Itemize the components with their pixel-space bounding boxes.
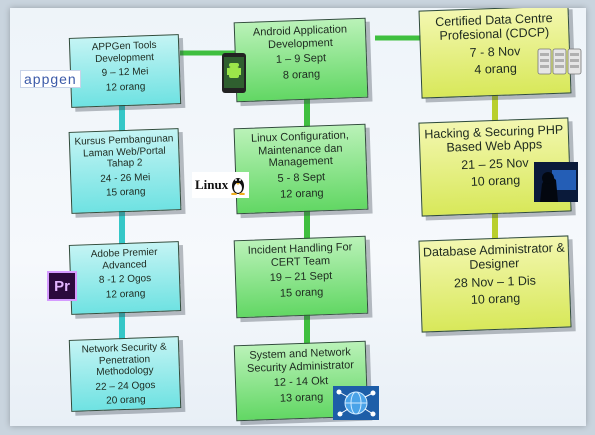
course-title: Hacking & Securing PHP Based Web Apps (424, 122, 564, 156)
course-title: System and Network Security Administrato… (246, 346, 355, 375)
course-box-database-admin: Database Administrator & Designer 28 Nov… (418, 235, 572, 333)
course-box-android: Android Application Development 1 – 9 Se… (233, 17, 369, 103)
course-title: Kursus Pembangunan Laman Web/Portal Taha… (74, 133, 174, 170)
course-participants: 15 orang (105, 186, 146, 199)
course-participants: 10 orang (470, 291, 521, 307)
course-dates: 9 – 12 Mei (101, 66, 149, 79)
course-participants: 15 orang (279, 286, 324, 300)
android-phone-icon (221, 52, 247, 99)
database-servers-icon (537, 46, 583, 81)
adobe-premiere-icon: Pr (47, 271, 77, 301)
course-title: Incident Handling For CERT Team (247, 241, 353, 269)
linux-logo-text: Linux (195, 177, 229, 192)
network-globe-icon (333, 386, 379, 425)
course-title: Linux Configuration, Maintenance dan Man… (250, 129, 349, 170)
course-dates: 5 - 8 Sept (277, 171, 326, 185)
course-participants: 12 orang (105, 287, 146, 301)
course-dates: 19 – 21 Sept (269, 270, 333, 285)
course-participants: 12 orang (105, 80, 146, 94)
linux-logo: Linux (192, 172, 250, 198)
course-dates: 8 -1 2 Ogos (98, 273, 152, 286)
course-title: Adobe Premier Advanced (90, 246, 158, 272)
course-box-linux: Linux Configuration, Maintenance dan Man… (233, 123, 369, 215)
slide: APPGen Tools Development 9 – 12 Mei 12 o… (10, 8, 586, 426)
course-dates: 24 - 26 Mei (100, 171, 151, 185)
course-dates: 22 – 24 Ogos (95, 379, 156, 393)
course-box-laman-web: Kursus Pembangunan Laman Web/Portal Taha… (68, 128, 182, 214)
appgen-logo: appgen (20, 70, 81, 88)
course-title: Network Security & Penetration Methodolo… (81, 341, 167, 378)
course-title: Database Administrator & Designer (422, 240, 565, 273)
course-participants: 12 orang (279, 186, 324, 201)
course-box-adobe-premier: Adobe Premier Advanced 8 -1 2 Ogos 12 or… (68, 241, 182, 315)
course-box-network-security: Network Security & Penetration Methodolo… (68, 336, 182, 412)
course-participants: 20 orang (105, 394, 146, 407)
course-dates: 1 – 9 Sept (275, 52, 327, 67)
course-participants: 8 orang (282, 68, 321, 82)
course-title: Android Application Development (252, 23, 348, 51)
course-box-incident-handling: Incident Handling For CERT Team 19 – 21 … (233, 235, 369, 319)
course-dates: 28 Nov – 1 Dis (453, 273, 537, 291)
hacker-icon (534, 162, 578, 207)
tux-icon (231, 178, 246, 195)
course-title: APPGen Tools Development (91, 39, 157, 65)
course-box-appgen: APPGen Tools Development 9 – 12 Mei 12 o… (68, 34, 182, 108)
course-title: Certified Data Centre Profesional (CDCP) (434, 10, 553, 44)
